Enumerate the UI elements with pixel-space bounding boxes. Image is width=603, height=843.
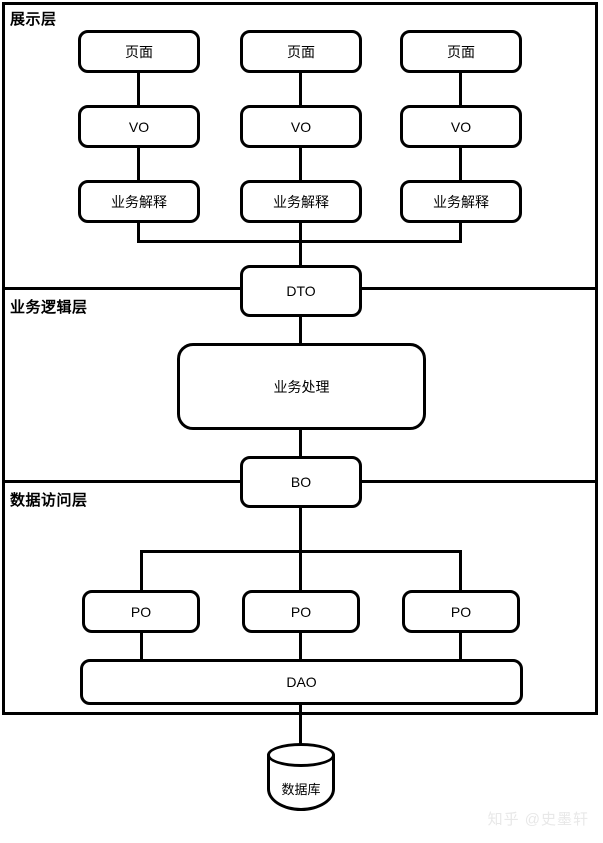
node-interpret-1[interactable]: 业务解释	[78, 180, 200, 223]
layer-label-business-logic: 业务逻辑层	[10, 299, 88, 316]
connector-page2-vo2	[299, 71, 302, 105]
connector-page3-vo3	[459, 71, 462, 105]
connector-vo1-interpret1	[137, 146, 140, 180]
node-bo[interactable]: BO	[240, 456, 362, 508]
connector-interpret3-bus	[459, 221, 462, 242]
connector-bus-dto	[299, 240, 302, 267]
connector-dto-process	[299, 315, 302, 345]
database-cylinder[interactable]: 数据库	[267, 743, 335, 815]
node-page-3[interactable]: 页面	[400, 30, 522, 73]
connector-po2-dao	[299, 631, 302, 661]
connector-po3-dao	[459, 631, 462, 661]
node-page-2[interactable]: 页面	[240, 30, 362, 73]
node-page-1[interactable]: 页面	[78, 30, 200, 73]
connector-interpret2-bus	[299, 221, 302, 242]
node-po-3[interactable]: PO	[402, 590, 520, 633]
node-vo-1[interactable]: VO	[78, 105, 200, 148]
layer-label-presentation: 展示层	[10, 11, 57, 28]
node-interpret-3[interactable]: 业务解释	[400, 180, 522, 223]
node-vo-2[interactable]: VO	[240, 105, 362, 148]
connector-bus-po2	[299, 550, 302, 592]
node-interpret-2[interactable]: 业务解释	[240, 180, 362, 223]
node-vo-3[interactable]: VO	[400, 105, 522, 148]
connector-po1-dao	[140, 631, 143, 661]
node-dao[interactable]: DAO	[80, 659, 523, 705]
connector-bo-bus	[299, 506, 302, 552]
connector-process-bo	[299, 428, 302, 458]
connector-page1-vo1	[137, 71, 140, 105]
node-business-process[interactable]: 业务处理	[177, 343, 426, 430]
connector-dao-database	[299, 703, 302, 748]
watermark: 知乎 @史墨轩	[487, 811, 589, 828]
connector-vo3-interpret3	[459, 146, 462, 180]
connector-bus-po3	[459, 550, 462, 592]
node-dto[interactable]: DTO	[240, 265, 362, 317]
connector-bus-po1	[140, 550, 143, 592]
connector-vo2-interpret2	[299, 146, 302, 180]
database-top-ellipse	[267, 743, 335, 767]
database-label: 数据库	[281, 782, 321, 797]
layer-label-data-access: 数据访问层	[10, 492, 88, 509]
node-po-1[interactable]: PO	[82, 590, 200, 633]
connector-interpret1-bus	[137, 221, 140, 242]
node-po-2[interactable]: PO	[242, 590, 360, 633]
